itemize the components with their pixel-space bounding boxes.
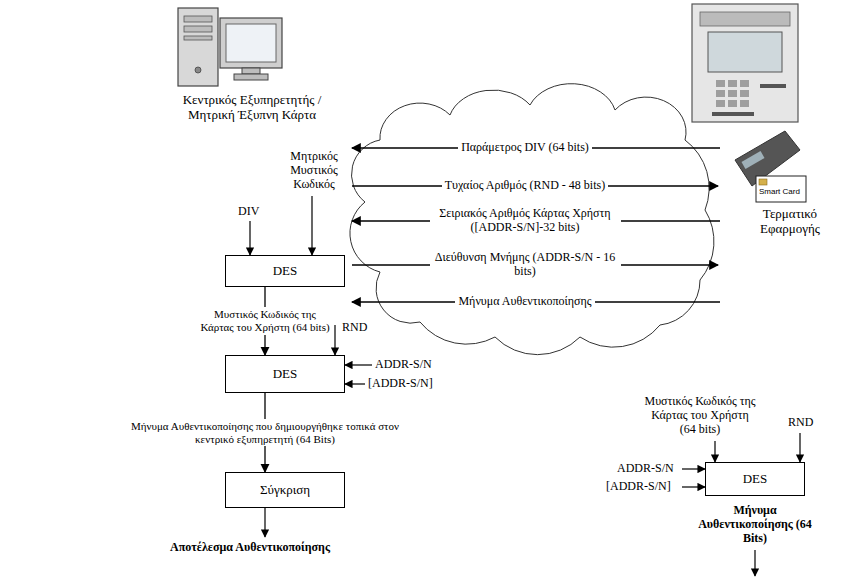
- card-chip: [759, 179, 767, 185]
- drive-bay: [184, 16, 212, 22]
- box-text: DES: [743, 472, 768, 487]
- atm-key: [716, 90, 725, 97]
- text-label: Smart Card: [759, 187, 800, 196]
- input-arrow: [714, 441, 715, 462]
- des-box: DES: [705, 462, 805, 496]
- network-cloud: [350, 84, 714, 355]
- monitor-base: [234, 74, 268, 80]
- drive-bay: [184, 36, 212, 40]
- input-arrow: [682, 486, 705, 487]
- input-arrow: [345, 364, 372, 365]
- text-label: DIV: [238, 205, 259, 219]
- power-button: [195, 67, 201, 73]
- atm-key: [740, 90, 749, 97]
- atm-key: [728, 100, 737, 107]
- text-label: Κεντρικός Εξυπηρετητής / Μητρική Έξυπνη …: [165, 93, 340, 123]
- des-box: DES: [225, 355, 345, 393]
- smart-card: [756, 176, 806, 202]
- monitor: [220, 18, 282, 68]
- cash-slot: [712, 112, 754, 116]
- card-slot: [760, 84, 786, 88]
- text-label: Διεύθυνση Μνήμης (ADDR-S/N - 16 bits): [430, 251, 621, 279]
- text-label: [ADDR-S/N]: [368, 377, 433, 391]
- drive-bay: [184, 26, 212, 32]
- atm-key: [728, 80, 737, 87]
- reader-display: [741, 151, 764, 169]
- atm-key: [728, 90, 737, 97]
- compare-box: Σύγκριση: [225, 472, 345, 508]
- text-label: Παράμετρος DIV (64 bits): [458, 141, 592, 155]
- input-arrow: [334, 325, 335, 355]
- atm-screen: [708, 32, 782, 72]
- text-label: Μητρικός Μυστικός Κωδικός: [283, 150, 345, 191]
- box-text: DES: [273, 367, 298, 382]
- text-label: Τερματικό Εφαρμογής: [740, 207, 840, 237]
- input-arrow: [345, 383, 365, 384]
- atm-key: [716, 80, 725, 87]
- atm-body: [692, 4, 798, 122]
- atm-key: [716, 100, 725, 107]
- edge-label: Μήνυμα Αυθεντικοποίησης που δημιουργήθηκ…: [113, 419, 417, 446]
- text-label: Μήνυμα Αυθεντικοποίησης: [455, 295, 594, 309]
- text-label: ADDR-S/N: [617, 462, 674, 476]
- server-tower: [178, 8, 218, 86]
- text-label: Σειριακός Αριθμός Κάρτας Χρήστη ([ADDR-S…: [430, 207, 621, 235]
- text-label: Μήνυμα Αυθεντικοποίησης (64 Bits): [695, 504, 815, 545]
- text-label: RND: [342, 321, 367, 335]
- output-arrow: [754, 550, 755, 576]
- output-arrow: [264, 508, 265, 537]
- input-arrow: [249, 221, 250, 255]
- atm-key: [740, 100, 749, 107]
- edge-label: Μυστικός Κωδικός της Κάρτας του Χρήστη (…: [198, 307, 332, 334]
- text-label: [ADDR-S/N]: [606, 480, 671, 494]
- box-text: Σύγκριση: [260, 483, 310, 498]
- input-arrow: [311, 196, 312, 255]
- monitor-stand: [242, 68, 260, 74]
- input-arrow: [682, 468, 705, 469]
- text-label: ADDR-S/N: [375, 358, 432, 372]
- input-arrow: [799, 433, 800, 462]
- text-label: Τυχαίος Αριθμός (RND - 48 bits): [442, 179, 608, 193]
- atm-top-panel: [700, 12, 790, 26]
- des-box: DES: [225, 255, 345, 287]
- text-label: Μυστικός Κωδικός της Κάρτας του Χρήστη (…: [644, 395, 756, 436]
- atm-key: [740, 80, 749, 87]
- text-label: Αποτέλεσμα Αυθεντικοποίησης: [170, 541, 330, 555]
- monitor-screen: [226, 24, 276, 62]
- text-label: RND: [788, 416, 813, 430]
- box-text: DES: [273, 264, 298, 279]
